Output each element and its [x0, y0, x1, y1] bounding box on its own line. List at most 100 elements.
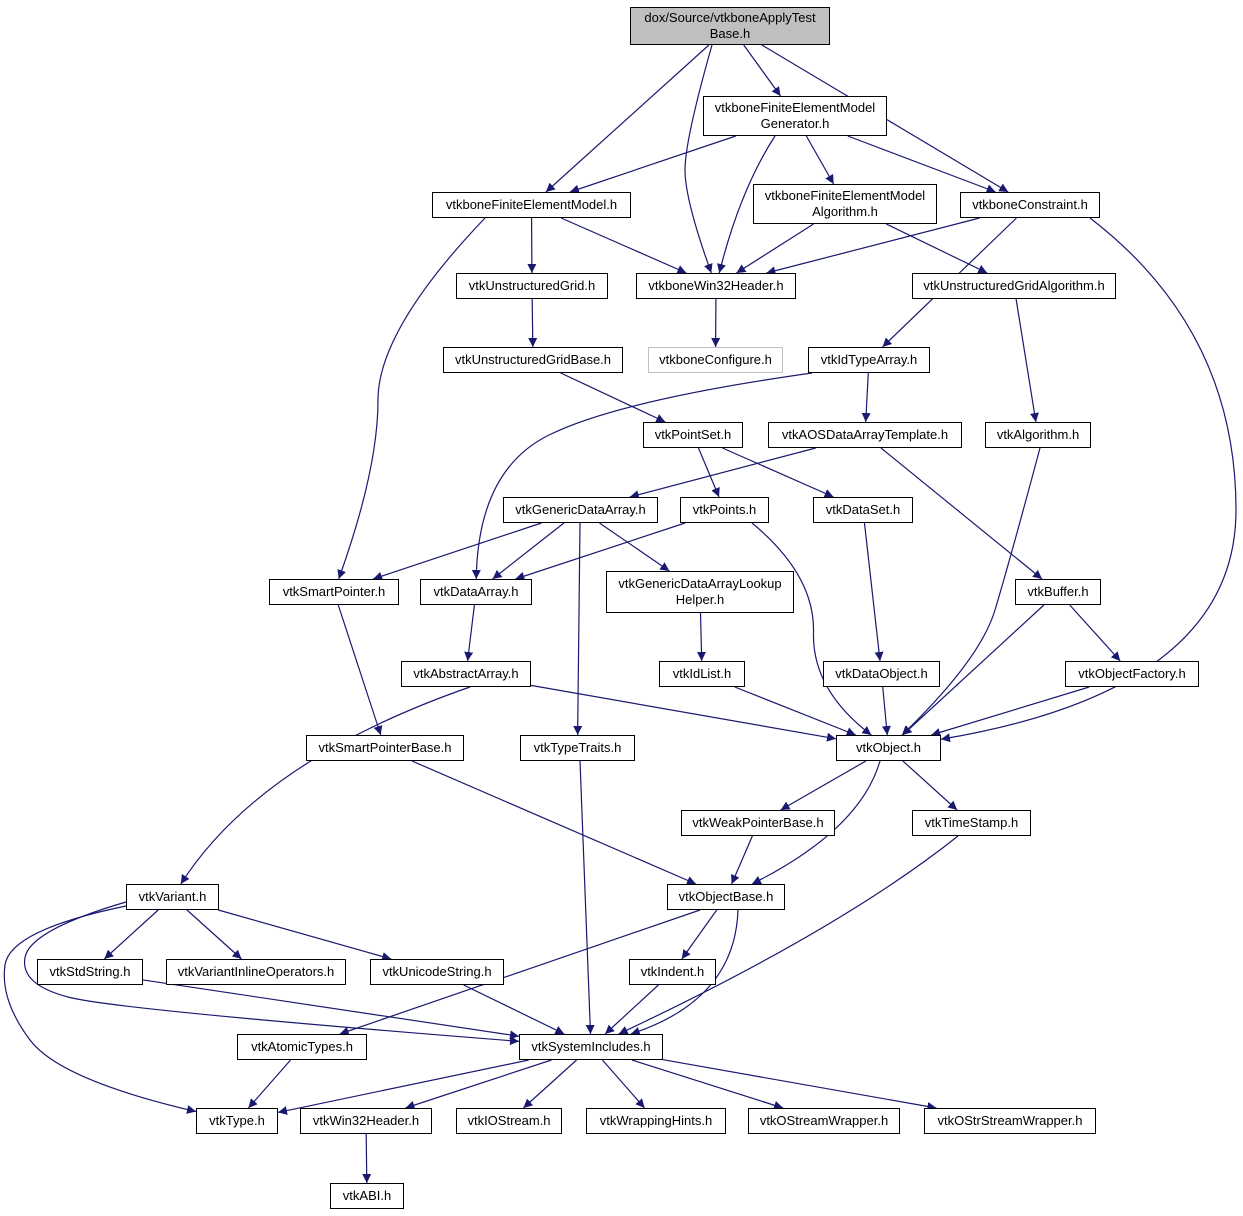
node-idlist[interactable]: vtkIdList.h	[659, 661, 745, 687]
node-iostream[interactable]: vtkIOStream.h	[456, 1108, 562, 1134]
edge-fem-to-smartptr	[337, 217, 486, 580]
edge-sysincludes-to-type	[277, 1059, 529, 1115]
node-ugridalg[interactable]: vtkUnstructuredGridAlgorithm.h	[912, 273, 1116, 299]
node-gendataarray[interactable]: vtkGenericDataArray.h	[503, 497, 658, 523]
edge-stdstring-to-sysincludes	[142, 979, 520, 1040]
edge-objectbase-to-indent	[681, 909, 718, 960]
node-points[interactable]: vtkPoints.h	[680, 497, 769, 523]
edge-timestamp-to-sysincludes	[618, 835, 959, 1035]
node-win32header[interactable]: vtkWin32Header.h	[300, 1108, 432, 1134]
edge-aos-to-buffer	[880, 447, 1043, 580]
edge-indent-to-sysincludes	[604, 984, 659, 1035]
edge-ugridalg-to-algorithm	[1015, 298, 1039, 423]
edge-win32header-to-abi	[362, 1133, 372, 1184]
node-win32hdr[interactable]: vtkboneWin32Header.h	[636, 273, 796, 299]
node-weakptrbase[interactable]: vtkWeakPointerBase.h	[681, 810, 835, 836]
node-objfactory[interactable]: vtkObjectFactory.h	[1065, 661, 1199, 687]
edge-sysincludes-to-wrapping	[601, 1059, 646, 1109]
node-objectbase[interactable]: vtkObjectBase.h	[667, 884, 785, 910]
edge-lookup-to-idlist	[696, 612, 706, 662]
node-constraint[interactable]: vtkboneConstraint.h	[960, 192, 1100, 218]
node-dataarray[interactable]: vtkDataArray.h	[420, 579, 532, 605]
edge-gendataarray-to-lookup	[599, 522, 670, 572]
edge-idlist-to-object	[734, 686, 856, 736]
node-stdstring[interactable]: vtkStdString.h	[37, 959, 143, 985]
edge-smartptr-to-smartptrbase	[337, 604, 383, 736]
node-dataset[interactable]: vtkDataSet.h	[813, 497, 913, 523]
edge-points-to-object	[751, 522, 872, 736]
node-aos[interactable]: vtkAOSDataArrayTemplate.h	[768, 422, 962, 448]
edge-weakptrbase-to-objectbase	[731, 835, 753, 885]
edge-objectbase-to-sysincludes	[630, 909, 739, 1036]
edge-sysincludes-to-ostreamwrap	[631, 1059, 784, 1110]
node-typetraits[interactable]: vtkTypeTraits.h	[520, 735, 635, 761]
node-atomictypes[interactable]: vtkAtomicTypes.h	[237, 1034, 367, 1060]
edge-atomictypes-to-type	[247, 1059, 292, 1109]
edge-abstractarray-to-object	[530, 684, 837, 742]
node-ostreamwrap[interactable]: vtkOStreamWrapper.h	[748, 1108, 900, 1134]
node-ugridbase[interactable]: vtkUnstructuredGridBase.h	[443, 347, 623, 373]
edge-gendataarray-to-smartptr	[372, 522, 542, 581]
edge-sysincludes-to-ostrstreamwrap	[662, 1059, 937, 1111]
edge-root-to-fem	[545, 44, 710, 193]
edge-femgen-to-femalg	[805, 135, 835, 185]
node-object[interactable]: vtkObject.h	[836, 735, 941, 761]
edge-buffer-to-object	[902, 604, 1045, 736]
node-type[interactable]: vtkType.h	[196, 1108, 278, 1134]
edge-idtypearray-to-aos	[861, 372, 871, 423]
node-fem[interactable]: vtkboneFiniteElementModel.h	[432, 192, 631, 218]
node-unicodestring[interactable]: vtkUnicodeString.h	[370, 959, 504, 985]
edge-femgen-to-win32hdr	[717, 135, 776, 274]
edge-ugrid-to-ugridbase	[528, 298, 538, 348]
edge-femgen-to-fem	[569, 135, 736, 194]
edge-dataobject-to-object	[881, 686, 891, 736]
node-variant[interactable]: vtkVariant.h	[126, 884, 219, 910]
node-lookup[interactable]: vtkGenericDataArrayLookup Helper.h	[606, 571, 794, 613]
edge-constraint-to-win32hdr	[766, 217, 980, 276]
edge-objfactory-to-object	[931, 686, 1090, 737]
edge-variant-to-sysincludes	[23, 901, 520, 1046]
node-timestamp[interactable]: vtkTimeStamp.h	[912, 810, 1031, 836]
node-femalg[interactable]: vtkboneFiniteElementModel Algorithm.h	[753, 184, 937, 224]
edge-root-to-femgen	[743, 44, 782, 97]
edge-idtypearray-to-dataarray	[471, 372, 813, 580]
node-ugrid[interactable]: vtkUnstructuredGrid.h	[456, 273, 608, 299]
edge-gendataarray-to-dataarray	[492, 522, 565, 580]
node-femgen[interactable]: vtkboneFiniteElementModel Generator.h	[703, 96, 887, 136]
node-smartptrbase[interactable]: vtkSmartPointerBase.h	[306, 735, 464, 761]
edge-femalg-to-win32hdr	[736, 223, 814, 274]
edge-typetraits-to-sysincludes	[579, 760, 595, 1035]
edge-object-to-weakptrbase	[780, 760, 867, 811]
node-abstractarray[interactable]: vtkAbstractArray.h	[401, 661, 531, 687]
node-sysincludes[interactable]: vtkSystemIncludes.h	[519, 1034, 663, 1060]
edge-ugridbase-to-pointset	[560, 372, 666, 423]
node-variantops[interactable]: vtkVariantInlineOperators.h	[166, 959, 346, 985]
node-buffer[interactable]: vtkBuffer.h	[1015, 579, 1101, 605]
node-ostrstreamwrap[interactable]: vtkOStrStreamWrapper.h	[924, 1108, 1096, 1134]
edge-variant-to-unicodestring	[218, 909, 392, 961]
edge-variant-to-stdstring	[103, 909, 159, 960]
node-dataobject[interactable]: vtkDataObject.h	[823, 661, 940, 687]
node-smartptr[interactable]: vtkSmartPointer.h	[269, 579, 399, 605]
edge-dataset-to-dataobject	[863, 522, 884, 662]
edge-algorithm-to-object	[901, 447, 1041, 736]
node-wrapping[interactable]: vtkWrappingHints.h	[586, 1108, 726, 1134]
edge-object-to-objectbase	[751, 760, 881, 885]
node-idtypearray[interactable]: vtkIdTypeArray.h	[808, 347, 930, 373]
edge-aos-to-gendataarray	[629, 447, 816, 500]
node-indent[interactable]: vtkIndent.h	[629, 959, 716, 985]
edge-buffer-to-objfactory	[1069, 604, 1121, 662]
node-algorithm[interactable]: vtkAlgorithm.h	[985, 422, 1091, 448]
edge-gendataarray-to-typetraits	[573, 522, 583, 736]
edge-object-to-timestamp	[902, 760, 958, 811]
node-pointset[interactable]: vtkPointSet.h	[643, 422, 743, 448]
node-abi[interactable]: vtkABI.h	[330, 1183, 404, 1209]
edge-pointset-to-points	[697, 447, 720, 498]
edge-abstractarray-to-variant	[180, 686, 471, 885]
edge-dataarray-to-abstractarray	[464, 604, 476, 662]
edge-constraint-to-object	[940, 217, 1237, 743]
edge-smartptrbase-to-objectbase	[411, 760, 697, 885]
edge-pointset-to-dataset	[722, 447, 834, 498]
